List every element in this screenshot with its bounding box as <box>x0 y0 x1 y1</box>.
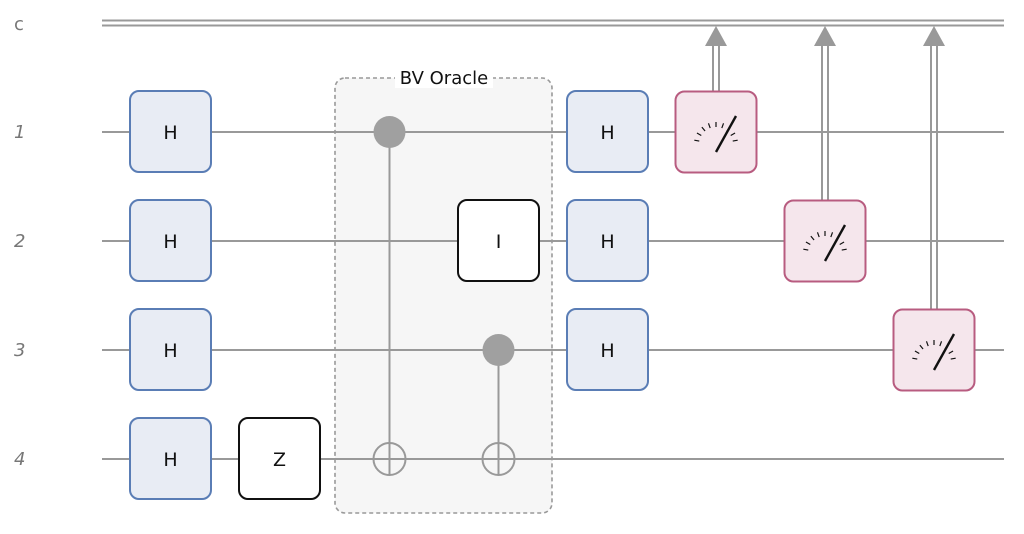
z-gate-label: Z <box>273 449 286 471</box>
measure-gate-box <box>783 199 867 283</box>
cnot-gate-1[interactable] <box>372 116 407 476</box>
h-gate-label: H <box>600 340 614 362</box>
h-gate-q4[interactable]: H <box>129 417 212 500</box>
control-dot <box>373 116 406 148</box>
h-gate-q2-second[interactable]: H <box>566 199 649 282</box>
measure-gate-q1[interactable] <box>674 26 758 174</box>
measure-gate-q2[interactable] <box>783 26 867 283</box>
oracle-box <box>334 77 553 514</box>
meter-icon <box>803 224 847 262</box>
identity-gate-label: I <box>496 231 502 253</box>
h-gate-label: H <box>163 340 177 362</box>
h-gate-q2[interactable]: H <box>129 199 212 282</box>
oracle-label: BV Oracle <box>400 68 488 89</box>
meter-icon <box>694 115 738 153</box>
h-gate-label: H <box>600 231 614 253</box>
identity-gate-q2[interactable]: I <box>457 199 540 282</box>
cnot-gate-2[interactable] <box>481 334 516 476</box>
h-gate-q1-second[interactable]: H <box>566 90 649 173</box>
h-gate-label: H <box>163 449 177 471</box>
qubit-label-1: 1 <box>14 122 25 143</box>
classical-register-wire <box>102 19 1004 27</box>
target-circle-icon <box>481 442 516 476</box>
arrow-up-icon <box>814 26 836 46</box>
measure-gate-q3[interactable] <box>892 26 976 392</box>
meter-icon <box>912 333 956 371</box>
qubit-label-4: 4 <box>14 449 25 470</box>
classical-register-label: c <box>14 14 24 35</box>
h-gate-q1[interactable]: H <box>129 90 212 173</box>
h-gate-label: H <box>163 231 177 253</box>
target-circle-icon <box>372 442 407 476</box>
h-gate-label: H <box>600 122 614 144</box>
z-gate-q4[interactable]: Z <box>238 417 321 500</box>
arrow-up-icon <box>923 26 945 46</box>
qubit-label-2: 2 <box>14 231 25 252</box>
oracle-label-bg <box>395 66 493 88</box>
measure-gate-box <box>892 308 976 392</box>
control-dot <box>482 334 515 366</box>
h-gate-q3[interactable]: H <box>129 308 212 391</box>
h-gate-label: H <box>163 122 177 144</box>
measure-gate-box <box>674 90 758 174</box>
arrow-up-icon <box>705 26 727 46</box>
qubit-label-3: 3 <box>14 340 25 361</box>
h-gate-q3-second[interactable]: H <box>566 308 649 391</box>
